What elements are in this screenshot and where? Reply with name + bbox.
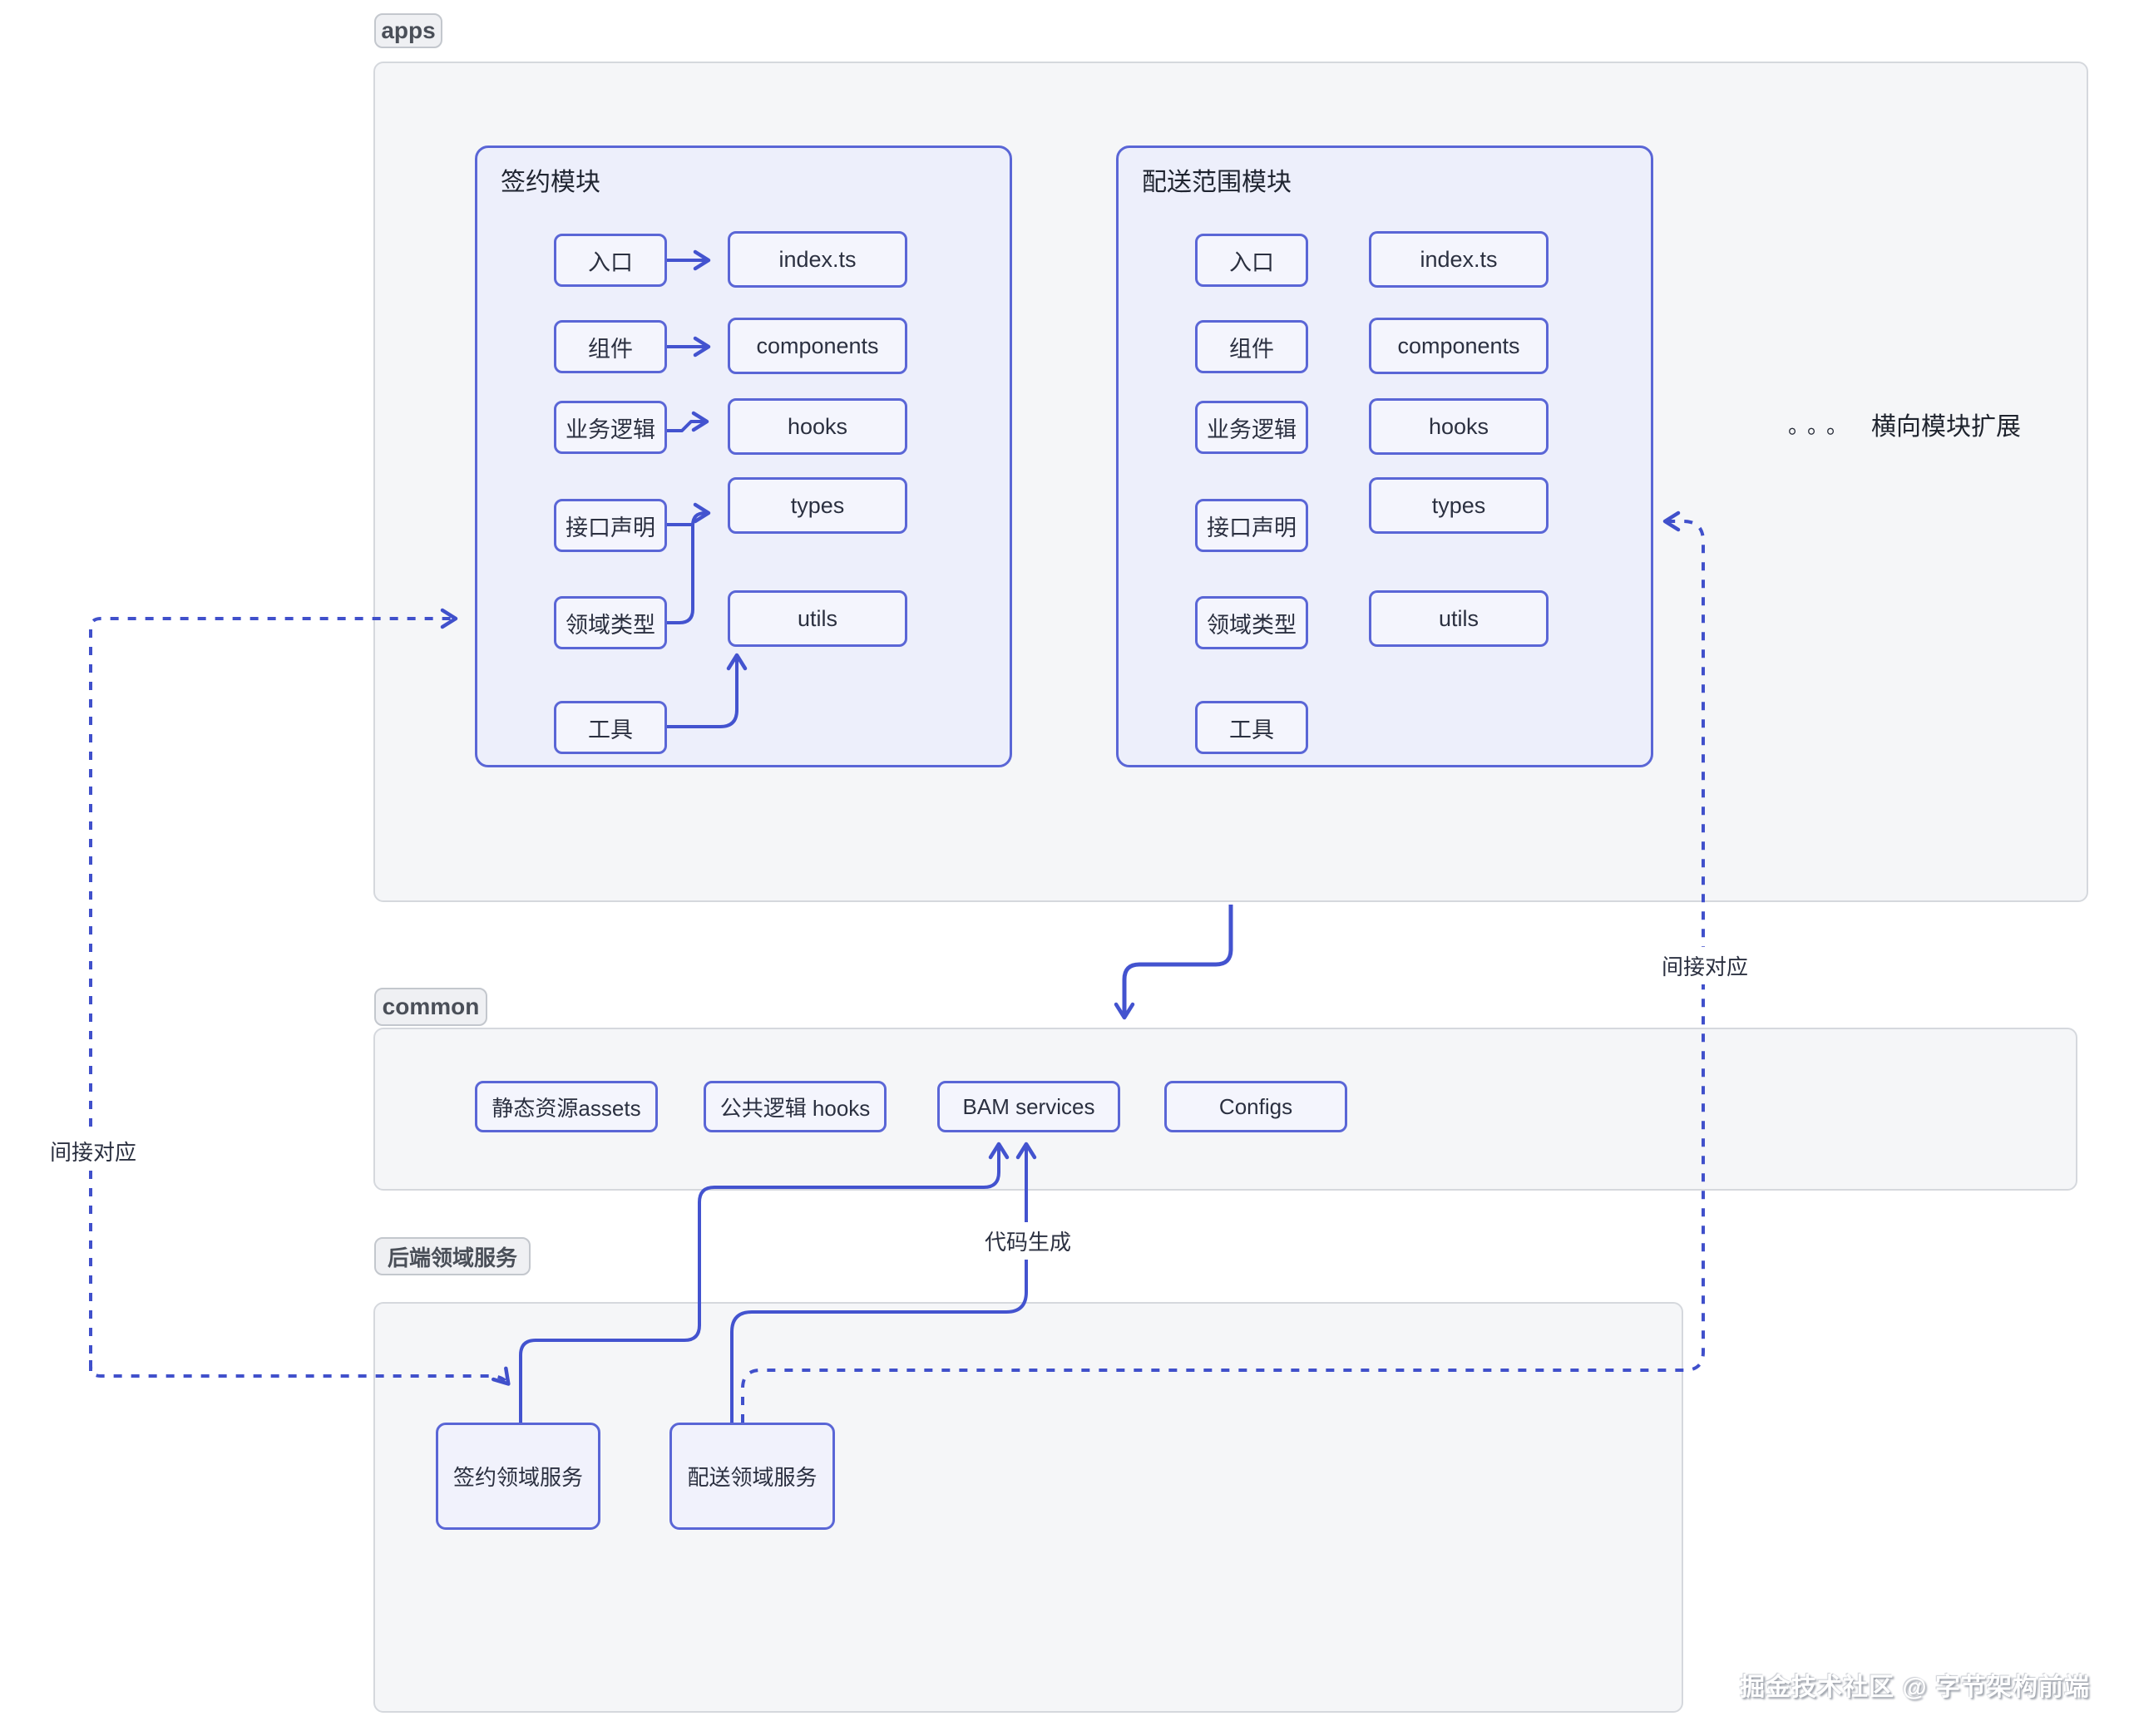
node-interface-decl: 接口声明 [554,499,667,552]
node-types-dir: types [728,477,907,534]
indirect-label-left: 间接对应 [40,1132,146,1170]
node-index-ts: index.ts [728,231,907,288]
node-domain-type-2: 领域类型 [1195,596,1308,649]
node-component: 组件 [554,320,667,373]
expansion-text: 横向模块扩展 [1871,413,2022,441]
node-hooks-dir-2: hooks [1369,398,1549,455]
node-index-ts-2: index.ts [1369,231,1549,288]
node-static-assets: 静态资源assets [475,1081,658,1132]
node-interface-decl-2: 接口声明 [1195,499,1308,552]
common-section-label: common [374,988,487,1026]
node-signing-domain-service: 签约领域服务 [436,1423,600,1530]
module-signing-title: 签约模块 [501,169,600,196]
watermark: 掘金技术社区 @ 字节架构前端 [1740,1674,2090,1701]
node-bam-services: BAM services [937,1081,1120,1132]
node-configs: Configs [1164,1081,1347,1132]
backend-section-label: 后端领域服务 [374,1237,531,1275]
node-shared-hooks: 公共逻辑 hooks [704,1081,887,1132]
codegen-label: 代码生成 [975,1222,1081,1260]
node-components-dir: components [728,318,907,374]
expansion-note: 。。。 横向模块扩展 [1788,406,2021,442]
node-business-logic-2: 业务逻辑 [1195,401,1308,454]
node-utils-dir-2: utils [1369,590,1549,647]
node-delivery-domain-service: 配送领域服务 [669,1423,835,1530]
node-entry: 入口 [554,234,667,287]
arrow-apps-to-common [1114,905,1233,1020]
node-components-dir-2: components [1369,318,1549,374]
apps-section-label: apps [374,13,442,48]
node-hooks-dir: hooks [728,398,907,455]
node-component-2: 组件 [1195,320,1308,373]
expansion-dots: 。。。 [1788,412,1857,438]
node-tools-2: 工具 [1195,701,1308,754]
node-types-dir-2: types [1369,477,1549,534]
node-business-logic: 业务逻辑 [554,401,667,454]
node-utils-dir: utils [728,590,907,647]
node-tools: 工具 [554,701,667,754]
node-entry-2: 入口 [1195,234,1308,287]
module-delivery-title: 配送范围模块 [1142,169,1292,196]
node-domain-type: 领域类型 [554,596,667,649]
indirect-label-right: 间接对应 [1652,947,1758,984]
